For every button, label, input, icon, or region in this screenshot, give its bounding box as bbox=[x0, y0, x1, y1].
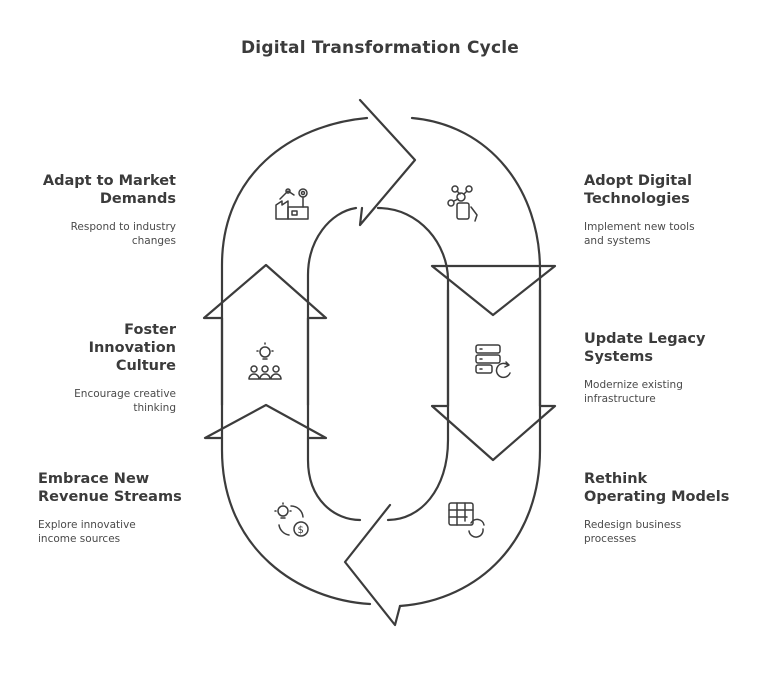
table-refresh-icon bbox=[448, 502, 485, 538]
step-description: Redesign business processes bbox=[584, 519, 682, 545]
arrow-top bbox=[358, 98, 417, 227]
step-rethink-models: Rethink Operating Models Redesign busine… bbox=[584, 470, 734, 546]
step-heading: Update Legacy Systems bbox=[584, 331, 706, 365]
svg-text:$: $ bbox=[298, 525, 304, 536]
factory-icon bbox=[275, 188, 309, 220]
arrow-left-lower bbox=[203, 403, 328, 440]
step-heading: Foster Innovation Culture bbox=[88, 322, 176, 374]
step-heading: Rethink Operating Models bbox=[584, 471, 730, 505]
cycle-inner-border bbox=[306, 206, 362, 522]
step-description: Explore innovative income sources bbox=[38, 519, 136, 545]
step-update-legacy: Update Legacy Systems Modernize existing… bbox=[584, 330, 724, 406]
robot-hand-icon bbox=[447, 185, 478, 222]
step-adapt-market: Adapt to Market Demands Respond to indus… bbox=[6, 172, 176, 248]
idea-money-icon: $ bbox=[274, 502, 309, 537]
step-foster-innovation: Foster Innovation Culture Encourage crea… bbox=[6, 321, 176, 415]
step-description: Modernize existing infrastructure bbox=[584, 379, 683, 405]
step-embrace-revenue: Embrace New Revenue Streams Explore inno… bbox=[38, 470, 188, 546]
step-description: Implement new tools and systems bbox=[584, 221, 695, 247]
step-description: Respond to industry changes bbox=[70, 221, 176, 247]
arrow-left-upper bbox=[202, 263, 328, 407]
diagram-title: Digital Transformation Cycle bbox=[241, 38, 519, 58]
arrow-bottom bbox=[343, 503, 402, 627]
step-adopt-digital: Adopt Digital Technologies Implement new… bbox=[584, 172, 724, 248]
cycle-inner-border-right bbox=[376, 206, 450, 522]
step-heading: Embrace New Revenue Streams bbox=[38, 471, 182, 505]
arrow-right-upper bbox=[430, 264, 557, 317]
step-heading: Adopt Digital Technologies bbox=[584, 173, 692, 207]
arrow-right-lower bbox=[430, 288, 557, 462]
server-refresh-icon bbox=[475, 344, 511, 379]
cycle-outer-border bbox=[220, 116, 372, 606]
team-lightbulb-icon bbox=[248, 342, 282, 380]
step-description: Encourage creative thinking bbox=[74, 388, 176, 414]
step-heading: Adapt to Market Demands bbox=[42, 173, 176, 207]
